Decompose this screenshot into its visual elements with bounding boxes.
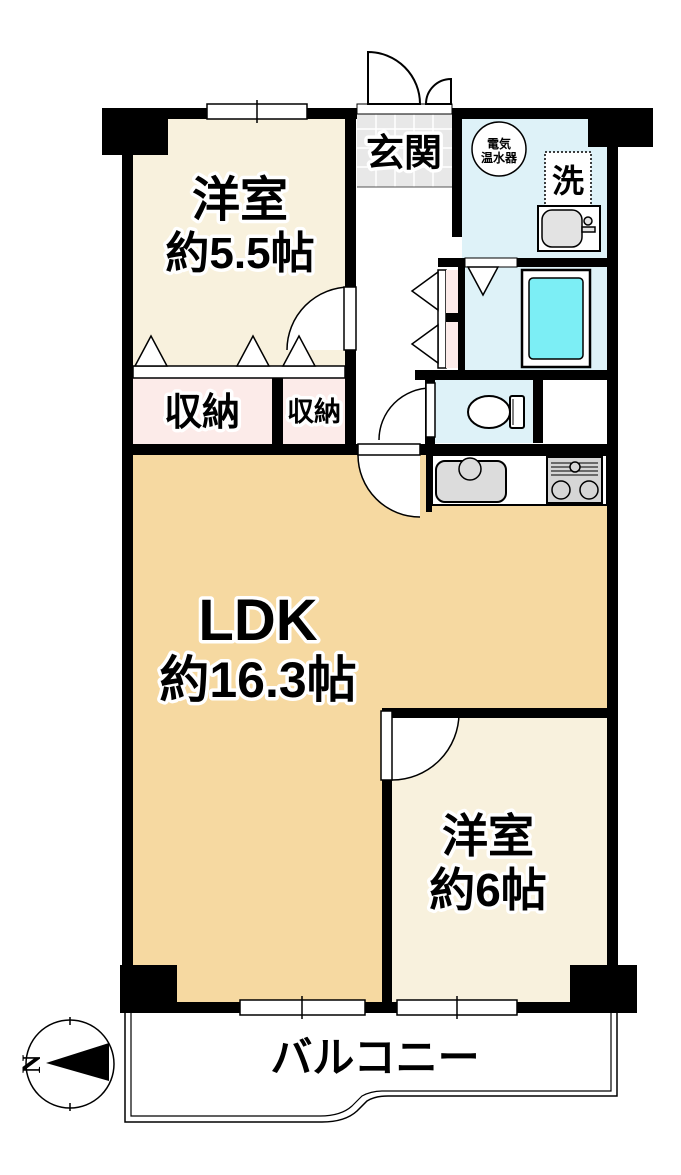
closet-triangle-icon	[133, 334, 169, 367]
water-heater-icon	[471, 121, 527, 177]
wall-hall-closet-divider	[438, 313, 465, 322]
wall-room6-top	[382, 708, 607, 718]
pillar-top-left	[102, 108, 168, 155]
wall-hall-washroom	[452, 187, 462, 237]
closet-small-label: 収納	[287, 396, 341, 427]
bathtub-icon	[520, 268, 592, 369]
windows	[206, 100, 518, 1019]
compass-north-arrow-icon	[46, 1043, 109, 1081]
closet-triangle-icon	[281, 334, 317, 367]
door-leaf-toilet	[425, 382, 436, 438]
ldk-name-label: LDK	[198, 588, 317, 653]
entrance-door-leaf-small-icon	[424, 77, 452, 105]
wall-bathroom-top	[438, 258, 607, 267]
door-leaf-ldk	[357, 443, 421, 456]
fixtures	[431, 121, 608, 506]
closet-triangle-icon	[410, 323, 439, 365]
closet-large-floor	[133, 378, 272, 444]
pillar-bottom-left	[120, 965, 177, 1013]
toilet-icon	[467, 395, 525, 429]
water-heater-label-line2: 温水器	[481, 150, 518, 165]
hall-closet-sliding-strip	[437, 269, 447, 369]
laundry-space-icon	[544, 151, 592, 207]
closet-triangle-icon	[410, 270, 439, 312]
door-arc-room6-icon	[391, 712, 460, 781]
wall-closet-divider	[272, 366, 283, 444]
wall-ldk-room6-divider	[382, 708, 392, 1003]
laundry-label: 洗	[552, 163, 584, 199]
room6-size-label: 約6帖	[429, 864, 547, 916]
door-leaf-room6	[380, 710, 393, 781]
entrance-tile-grid	[357, 110, 452, 187]
outer-wall-top-right	[452, 108, 612, 119]
entrance-threshold	[356, 103, 453, 115]
outer-wall-bottom	[122, 1002, 618, 1013]
door-swing-ldk	[358, 455, 420, 517]
room6-name-label: 洋室	[442, 810, 534, 862]
door-arc-room5-5-icon	[286, 286, 351, 351]
wall-toilet-right	[533, 380, 543, 443]
door-swing-room6	[392, 713, 459, 780]
ldk-size-label: 約16.3帖	[159, 652, 356, 708]
room5-5-size-label: 約5.5帖	[165, 229, 314, 278]
hall-closet-pink-bottom	[446, 322, 458, 368]
door-arc-ldk-icon	[357, 454, 421, 518]
labels: 洋室 約5.5帖 玄関 電気 温水器 洗 収納 収納 LDK 約16.3帖 洋室…	[156, 130, 588, 1085]
wall-entrance-right	[452, 108, 462, 187]
outer-wall-right	[607, 147, 618, 1013]
outer-wall-left	[122, 108, 133, 1013]
door-arc-toilet-icon	[378, 387, 432, 441]
vanity-sink-icon	[537, 205, 601, 252]
door-swing-room5-5	[287, 287, 350, 350]
closet-small-floor	[283, 378, 345, 444]
pillar-top-right	[588, 108, 653, 147]
wall-kitchen-stub	[426, 455, 432, 512]
doors	[286, 50, 518, 781]
kitchen-sink-icon	[435, 457, 507, 503]
room5-5-name-label: 洋室	[192, 174, 288, 227]
closet-triangle-icon	[235, 334, 271, 367]
compass-north-label: N	[17, 1054, 46, 1073]
entrance-label: 玄関	[366, 133, 442, 175]
door-leaf-room5-5	[343, 286, 357, 351]
closet-large-label: 収納	[164, 392, 240, 434]
hall-closet-pink-top	[446, 270, 458, 313]
closet-door-marks	[132, 269, 458, 379]
wall-bathroom-bottom	[415, 370, 607, 380]
bathroom-folding-door-icon	[466, 266, 500, 297]
water-heater-label-line1: 電気	[487, 136, 511, 151]
stove-icon	[546, 456, 603, 504]
closet-sliding-strip	[132, 365, 346, 379]
pillar-bottom-right	[570, 965, 637, 1013]
bathroom-door-opening	[464, 257, 518, 268]
balcony-outline	[124, 1013, 618, 1123]
entrance-door-leaf-large-icon	[367, 50, 422, 105]
door-swing-areas	[287, 287, 459, 780]
compass: N	[17, 1017, 115, 1111]
balcony-label: バルコニー	[270, 1034, 479, 1081]
ldk-floor	[133, 455, 607, 1003]
